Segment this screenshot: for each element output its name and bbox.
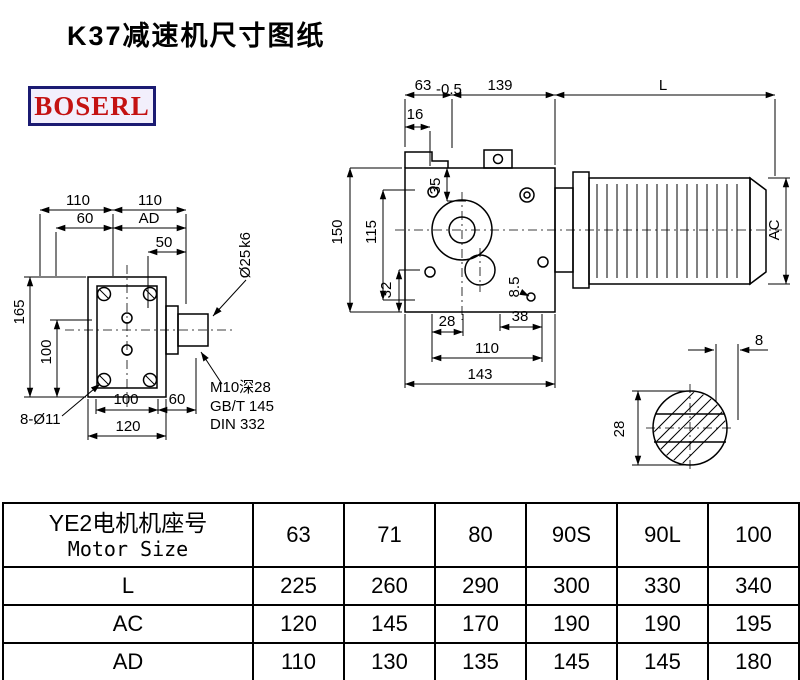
cell-AC-63: 120 <box>252 604 345 644</box>
cell-L-80: 290 <box>434 566 527 606</box>
shaft-dimension-lines <box>632 344 768 466</box>
shaft-fit-label: k6 <box>237 232 254 248</box>
boserl-logo: BOSERL <box>28 86 156 126</box>
cell-AD-71: 130 <box>343 642 436 680</box>
dim-shaft-28: 28 <box>611 421 628 438</box>
cell-L-71: 260 <box>343 566 436 606</box>
dim-AC: AC <box>766 219 783 240</box>
dim-110-top-left: 110 <box>66 192 90 209</box>
dim-150: 150 <box>329 219 346 244</box>
size-column-90S: 90S <box>525 502 618 568</box>
cell-AC-90S: 190 <box>525 604 618 644</box>
table-header-row: YE2电机机座号 Motor Size 63 71 80 90S 90L 100 <box>2 502 800 568</box>
dim-110-bottom: 110 <box>475 340 499 357</box>
dim-key-width-8: 8 <box>755 332 763 349</box>
row-label-AC: AC <box>2 604 254 644</box>
dim-16: 16 <box>407 106 424 123</box>
boserl-logo-text: BOSERL <box>34 90 150 121</box>
cell-L-90S: 300 <box>525 566 618 606</box>
side-view: 63 -0.5 139 L 16 35 115 150 32 8.5 28 38… <box>329 77 790 388</box>
cell-AC-100: 195 <box>707 604 800 644</box>
motor-size-header-cell: YE2电机机座号 Motor Size <box>2 502 254 568</box>
dim-28-bottom: 28 <box>439 313 456 330</box>
dim-110-top-right: 110 <box>138 192 162 209</box>
cell-AC-80: 170 <box>434 604 527 644</box>
dim-115: 115 <box>363 220 380 244</box>
technical-drawing: 110 110 60 AD 50 Ø25 k6 165 100 8-Ø11 10… <box>11 77 790 472</box>
dim-143: 143 <box>467 366 492 383</box>
dim-50: 50 <box>156 234 173 251</box>
size-column-71: 71 <box>343 502 436 568</box>
size-column-63: 63 <box>252 502 345 568</box>
dim-139: 139 <box>487 77 512 94</box>
size-column-100: 100 <box>707 502 800 568</box>
dim-8-5: 8.5 <box>506 277 523 298</box>
table-row-L: L 225 260 290 300 330 340 <box>2 566 800 606</box>
cell-AC-71: 145 <box>343 604 436 644</box>
shaft-diameter-label: Ø25 <box>237 250 254 278</box>
shaft-section: 8 28 <box>611 332 768 472</box>
shaft-hatching <box>654 392 726 464</box>
dim-ad: AD <box>139 210 160 227</box>
dim-100-side: 100 <box>38 339 55 364</box>
table-row-AD: AD 110 130 135 145 145 180 <box>2 642 800 680</box>
dim-38: 38 <box>512 308 529 325</box>
motor-size-label-cn: YE2电机机座号 <box>48 509 208 536</box>
cell-AD-90L: 145 <box>616 642 709 680</box>
dim-60-top: 60 <box>77 210 94 227</box>
size-column-80: 80 <box>434 502 527 568</box>
table-row-AC: AC 120 145 170 190 190 195 <box>2 604 800 644</box>
motor-size-label-en: Motor Size <box>67 537 189 562</box>
cell-AC-90L: 190 <box>616 604 709 644</box>
size-column-90L: 90L <box>616 502 709 568</box>
side-view-outline <box>404 149 767 313</box>
dim-35: 35 <box>427 178 444 195</box>
side-view-centerlines <box>395 192 782 320</box>
front-view-dimension-lines <box>24 206 247 440</box>
bolt-hole-note: 8-Ø11 <box>20 411 61 428</box>
front-view-details <box>98 288 156 386</box>
dim-100-bottom: 100 <box>113 391 138 408</box>
dim-120: 120 <box>115 418 140 435</box>
thread-note-line1: M10深28 <box>210 379 271 396</box>
side-view-dimension-lines <box>346 91 790 388</box>
cell-L-100: 340 <box>707 566 800 606</box>
thread-note-line3: DIN 332 <box>210 416 265 433</box>
thread-note-line2: GB/T 145 <box>210 398 274 415</box>
dim-63-tolerance: -0.5 <box>436 81 462 98</box>
cell-L-90L: 330 <box>616 566 709 606</box>
dim-60-bottom: 60 <box>169 391 186 408</box>
front-view: 110 110 60 AD 50 Ø25 k6 165 100 8-Ø11 10… <box>11 192 274 440</box>
dim-63: 63 <box>415 77 432 94</box>
dim-165: 165 <box>11 299 28 324</box>
dim-L: L <box>659 77 667 94</box>
page-title: K37减速机尺寸图纸 <box>67 21 326 51</box>
row-label-AD: AD <box>2 642 254 680</box>
row-label-L: L <box>2 566 254 606</box>
dim-32: 32 <box>378 282 395 299</box>
cell-AD-100: 180 <box>707 642 800 680</box>
cell-AD-90S: 145 <box>525 642 618 680</box>
motor-fins <box>596 184 738 278</box>
dimension-table: YE2电机机座号 Motor Size 63 71 80 90S 90L 100… <box>2 502 800 680</box>
cell-L-63: 225 <box>252 566 345 606</box>
front-view-centerlines <box>65 265 235 408</box>
cell-AD-80: 135 <box>434 642 527 680</box>
cell-AD-63: 110 <box>252 642 345 680</box>
shaft-centerlines <box>646 384 734 472</box>
